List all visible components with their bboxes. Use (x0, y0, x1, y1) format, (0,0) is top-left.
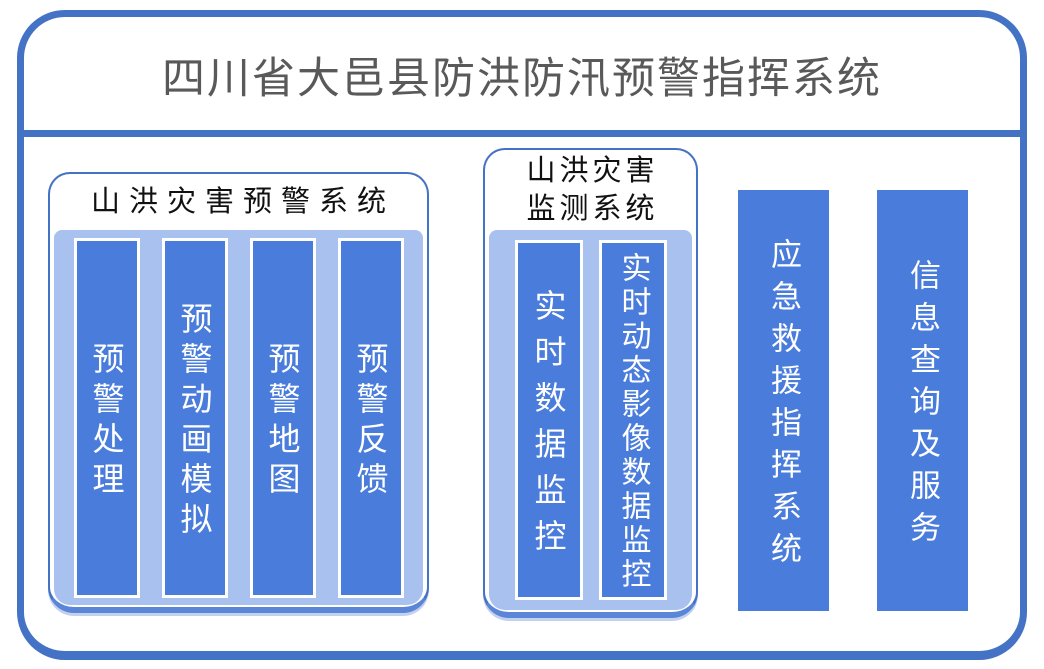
group-flood-monitoring-system: 山洪灾害监测系统 实时数据监控 实时动态影像数据监控 (483, 148, 698, 618)
bar-warning-map: 预警地图 (249, 237, 316, 598)
group-flood-warning-system: 山洪灾害预警系统 预警处理 预警动画模拟 预警地图 预警反馈 (48, 172, 429, 613)
bar-warning-feedback: 预警反馈 (337, 237, 404, 598)
bar-realtime-data-monitoring-label: 实时数据监控 (530, 289, 567, 565)
bar-realtime-video-data-monitoring-label: 实时动态影像数据监控 (616, 252, 650, 592)
bar-warning-feedback-label: 预警反馈 (352, 341, 389, 502)
bar-warning-animation-simulation-label: 预警动画模拟 (176, 301, 213, 542)
group-flood-warning-panel: 预警处理 预警动画模拟 预警地图 预警反馈 (54, 230, 423, 605)
bar-information-query-service: 信息查询及服务 (877, 190, 968, 611)
group-flood-warning-title: 山洪灾害预警系统 (90, 186, 395, 218)
bar-information-query-service-label: 信息查询及服务 (905, 259, 940, 553)
bar-emergency-rescue-command-system: 应急救援指挥系统 (738, 190, 829, 611)
bar-realtime-data-monitoring: 实时数据监控 (514, 240, 583, 600)
page-title: 四川省大邑县防洪防汛预警指挥系统 (162, 55, 882, 103)
group-flood-monitoring-title: 山洪灾害监测系统 (526, 155, 659, 225)
outer-frame (17, 10, 1027, 660)
bar-warning-animation-simulation: 预警动画模拟 (161, 237, 228, 598)
title-divider (20, 130, 1025, 137)
bar-realtime-video-data-monitoring: 实时动态影像数据监控 (598, 240, 667, 600)
bar-warning-processing-label: 预警处理 (88, 341, 125, 502)
bar-emergency-rescue-command-system-label: 应急救援指挥系统 (766, 238, 801, 574)
bar-warning-map-label: 预警地图 (264, 341, 301, 502)
bar-warning-processing: 预警处理 (73, 237, 140, 598)
group-flood-monitoring-panel: 实时数据监控 实时动态影像数据监控 (489, 230, 692, 610)
